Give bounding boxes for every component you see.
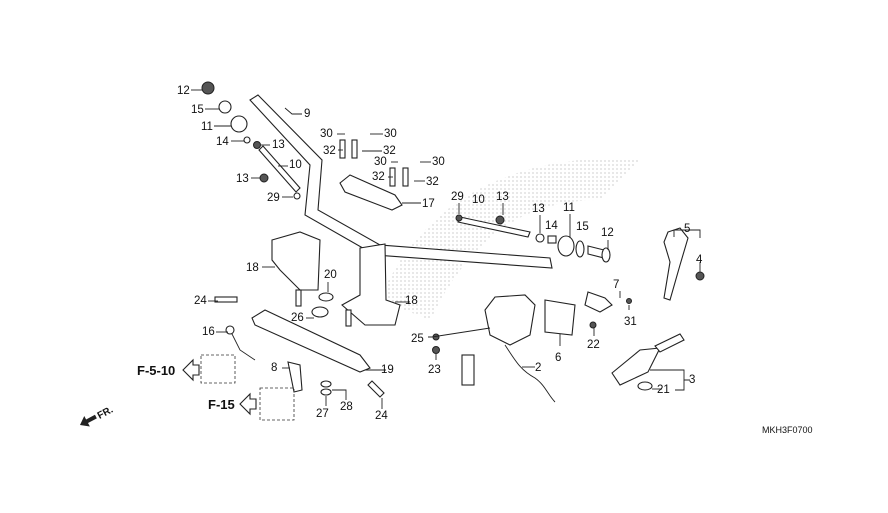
callout: 13 <box>272 139 285 151</box>
callout: 20 <box>324 269 337 281</box>
callout: 14 <box>216 136 229 148</box>
callout: 7 <box>613 279 619 291</box>
reference-f-5-10: F-5-10 <box>137 363 175 378</box>
callout: 32 <box>426 176 439 188</box>
callout: 21 <box>657 384 670 396</box>
callout: 29 <box>451 191 464 203</box>
reference-f-15: F-15 <box>208 397 235 412</box>
callout: 30 <box>384 128 397 140</box>
watermark-wing <box>380 158 640 320</box>
callout: 25 <box>411 333 424 345</box>
callout: 24 <box>194 295 207 307</box>
ref-box-f-15 <box>259 387 295 421</box>
callout: 10 <box>289 159 302 171</box>
callout: 9 <box>304 108 310 120</box>
callout: 32 <box>323 145 336 157</box>
handlebar <box>249 94 553 269</box>
callout: 4 <box>696 254 703 266</box>
callout: 12 <box>177 85 190 97</box>
front-arrow-icon <box>80 414 97 427</box>
leader-lines <box>191 89 701 409</box>
callout: 23 <box>428 364 441 376</box>
callout: 30 <box>320 128 333 140</box>
smart-key-fob <box>611 347 661 386</box>
callout: 22 <box>587 339 600 351</box>
callout: 13 <box>532 203 545 215</box>
key <box>663 227 689 301</box>
bushing <box>318 292 334 302</box>
callout: 28 <box>340 401 353 413</box>
callout: 19 <box>381 364 394 376</box>
callout: 16 <box>202 326 215 338</box>
callout: 31 <box>624 316 637 328</box>
left-bar-end-parts <box>201 81 301 200</box>
callout: 32 <box>372 171 385 183</box>
right-bar-end-parts <box>455 214 611 263</box>
callout: 24 <box>375 410 388 422</box>
callout: 8 <box>271 362 277 374</box>
callout: 13 <box>496 191 509 203</box>
diagram-code: MKH3F0700 <box>762 425 813 435</box>
callout: 14 <box>545 220 558 232</box>
callout: 15 <box>191 104 204 116</box>
callout: 10 <box>472 194 485 206</box>
left-riser <box>271 231 321 291</box>
callout: 26 <box>291 312 304 324</box>
callout: 29 <box>267 192 280 204</box>
callout: 6 <box>555 352 561 364</box>
bottom-bridge <box>251 309 371 373</box>
right-riser <box>341 243 401 326</box>
callout: 12 <box>601 227 614 239</box>
ref-box-f-5-10 <box>200 354 236 384</box>
callout: 13 <box>236 173 249 185</box>
callout: 27 <box>316 408 329 420</box>
callout: 2 <box>535 362 541 374</box>
front-direction-indicator: FR. <box>80 404 116 427</box>
callout: 5 <box>684 223 690 235</box>
callout: 18 <box>246 262 259 274</box>
reference-arrow-icon <box>182 358 200 382</box>
callout: 11 <box>201 121 213 133</box>
reference-arrow-icon <box>239 392 257 416</box>
callout: 17 <box>422 198 435 210</box>
callout: 3 <box>689 374 695 386</box>
ignition-switch-unit <box>432 291 632 403</box>
callout: 32 <box>383 145 396 157</box>
callout: 30 <box>432 156 445 168</box>
callout-labels: 12 15 11 14 13 10 13 29 9 30 30 32 32 30… <box>177 85 703 422</box>
callout: 18 <box>405 295 418 307</box>
callout: 11 <box>563 202 575 214</box>
callout: 30 <box>374 156 387 168</box>
callout: 15 <box>576 221 589 233</box>
svg-text:FR.: FR. <box>96 404 116 421</box>
